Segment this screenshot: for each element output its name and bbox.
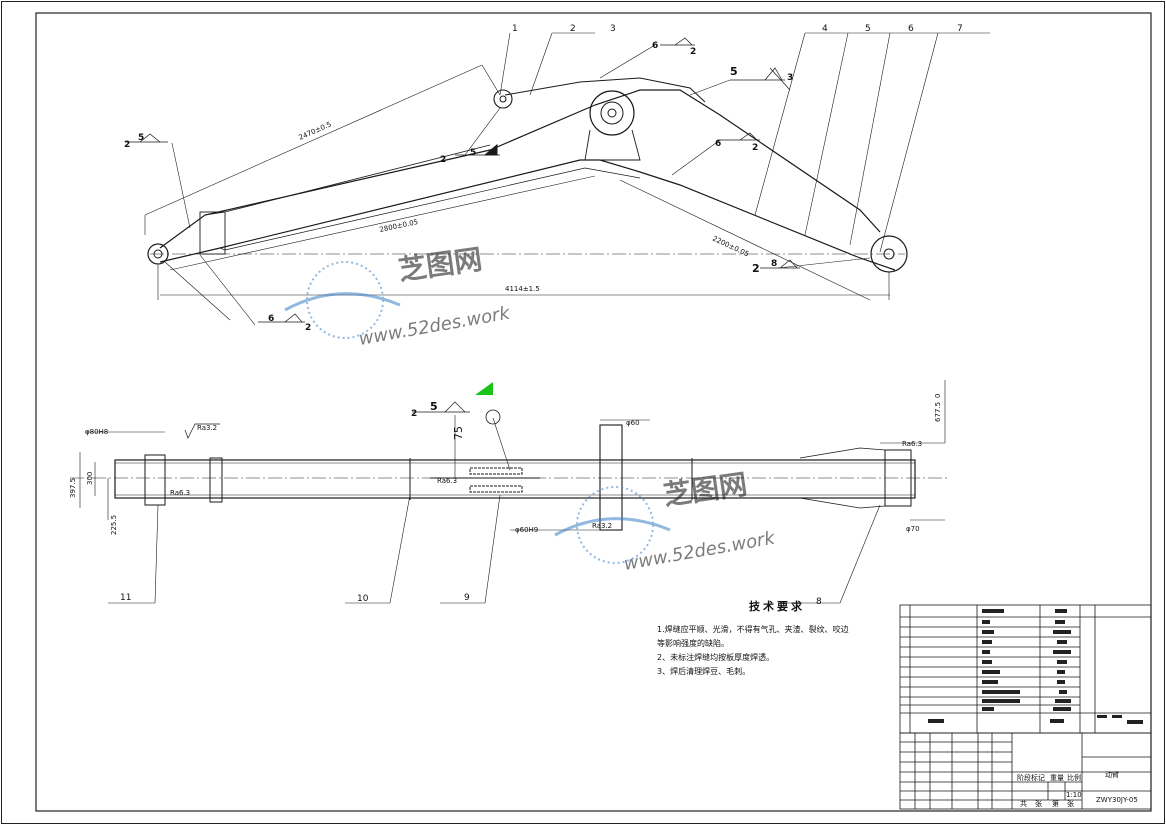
watermark-url: www.52des.work bbox=[357, 302, 513, 349]
label-stage: 阶段标记 bbox=[1017, 773, 1045, 782]
requirement-line: 3、焊后清理焊豆、毛刺。 bbox=[657, 667, 751, 676]
weld-leg: 5 bbox=[430, 400, 438, 413]
weld-size: 2 bbox=[411, 409, 417, 419]
dim-pin-left: φ80H8 bbox=[85, 428, 108, 436]
requirements-title: 技术要求 bbox=[749, 600, 805, 613]
title-block-texts: 阶段标记 重量 比例 1:10 共 张 第 张 动臂 ZWY30JY-05 bbox=[1017, 770, 1138, 808]
balloon-10: 10 bbox=[357, 594, 369, 604]
dim-bore-right: φ70 bbox=[906, 525, 920, 533]
scale-value: 1:10 bbox=[1066, 791, 1082, 799]
sheet-label-4: 张 bbox=[1067, 799, 1074, 808]
balloon-11: 11 bbox=[120, 593, 131, 603]
elevation-dimensions: 2470±0.5 2800±0.05 2200±0.05 4114±1.5 bbox=[298, 120, 751, 293]
dim-height-right: 677.5 bbox=[934, 402, 942, 422]
dim-bore-tol-mid: φ60H9 bbox=[515, 526, 538, 534]
roughness-5: Ra3.2 bbox=[592, 522, 612, 530]
plan-view bbox=[70, 380, 950, 604]
balloon-9: 9 bbox=[464, 593, 470, 603]
label-ratio: 比例 bbox=[1067, 773, 1081, 782]
balloon-6: 6 bbox=[908, 24, 914, 34]
balloon-4: 4 bbox=[822, 24, 828, 34]
technical-requirements: 技术要求 1.焊缝应平顺、光滑，不得有气孔、夹渣、裂纹、咬边 等影响强度的缺陷。… bbox=[657, 598, 897, 679]
balloon-1: 1 bbox=[512, 24, 518, 34]
weld-size: 2 bbox=[124, 140, 130, 150]
weld-leg: 5 bbox=[730, 65, 738, 78]
inner-border bbox=[35, 12, 1152, 812]
parts-list bbox=[899, 604, 1152, 734]
requirement-line: 等影响强度的缺陷。 bbox=[657, 639, 729, 648]
watermark-brand: 芝图网 bbox=[661, 468, 749, 512]
watermark-1: 芝图网 www.52des.work bbox=[284, 243, 513, 350]
weld-size: 2 bbox=[752, 262, 760, 275]
weld-leg: 6 bbox=[715, 139, 721, 149]
balloon-8: 8 bbox=[816, 597, 822, 607]
balloon-7: 7 bbox=[957, 24, 963, 34]
roughness-1: Ra3.2 bbox=[197, 424, 217, 432]
weld-size: 2 bbox=[305, 323, 311, 333]
weld-leg: 5 bbox=[138, 133, 144, 143]
dim-height-left: 397.5 bbox=[69, 478, 77, 498]
parts-list-fills bbox=[928, 609, 1143, 724]
weld-labels-bottom: 2 5 bbox=[411, 400, 438, 419]
weld-leg: 6 bbox=[268, 314, 274, 324]
dim-offset-75: 75 bbox=[452, 426, 465, 440]
dim-height-right-zero: 0 bbox=[934, 394, 942, 398]
weld-leg: 5 bbox=[470, 148, 476, 158]
label-weight: 重量 bbox=[1050, 774, 1064, 782]
watermark-brand: 芝图网 bbox=[396, 243, 484, 287]
balloon-2: 2 bbox=[570, 24, 576, 34]
weld-size: 2 bbox=[752, 143, 758, 153]
sheet-label-3: 第 bbox=[1052, 799, 1059, 808]
green-flag-icon bbox=[475, 382, 493, 395]
dim-overall-length: 4114±1.5 bbox=[505, 285, 540, 293]
roughness-2: Ra6.3 bbox=[170, 489, 190, 497]
balloon-5: 5 bbox=[865, 24, 871, 34]
dim-upper-length: 2470±0.5 bbox=[298, 120, 333, 141]
roughness-4: Ra6.3 bbox=[902, 440, 922, 448]
part-name: 动臂 bbox=[1105, 770, 1119, 779]
title-block bbox=[899, 732, 1152, 810]
weld-labels-top: 2 5 6 2 2 5 5 3 6 2 2 8 6 2 bbox=[124, 41, 793, 333]
watermark-2: 芝图网 www.52des.work bbox=[554, 468, 778, 575]
weld-size: 2 bbox=[690, 47, 696, 57]
weld-leg: 8 bbox=[771, 259, 777, 269]
sheet-label-2: 张 bbox=[1035, 799, 1042, 808]
roughness-3: Ra6.3 bbox=[437, 477, 457, 485]
dim-bottom-left: 225.5 bbox=[110, 515, 118, 535]
weld-size: 2 bbox=[440, 155, 446, 165]
balloons-top: 1 2 3 4 5 6 7 bbox=[512, 24, 963, 34]
requirement-line: 1.焊缝应平顺、光滑，不得有气孔、夹渣、裂纹、咬边 bbox=[657, 625, 849, 634]
weld-leg: 6 bbox=[652, 41, 658, 51]
plan-dimensions: 397.5 300 225.5 φ80H8 φ60 φ70 φ60H9 0 67… bbox=[69, 394, 942, 535]
dim-inner-left: 300 bbox=[86, 472, 94, 485]
drawing-number: ZWY30JY-05 bbox=[1096, 796, 1138, 804]
watermark-url: www.52des.work bbox=[622, 527, 778, 574]
weld-size: 3 bbox=[787, 73, 793, 83]
requirement-line: 2、未标注焊缝均按板厚度焊透。 bbox=[657, 653, 775, 662]
balloon-3: 3 bbox=[610, 24, 616, 34]
dim-right-length: 2200±0.05 bbox=[711, 235, 750, 259]
sheet-label-1: 共 bbox=[1020, 799, 1027, 808]
dim-bore-mid: φ60 bbox=[626, 419, 640, 427]
elevation-view bbox=[125, 32, 990, 326]
balloons-bottom: 11 10 9 8 bbox=[120, 593, 822, 607]
dim-main-length: 2800±0.05 bbox=[379, 218, 419, 234]
